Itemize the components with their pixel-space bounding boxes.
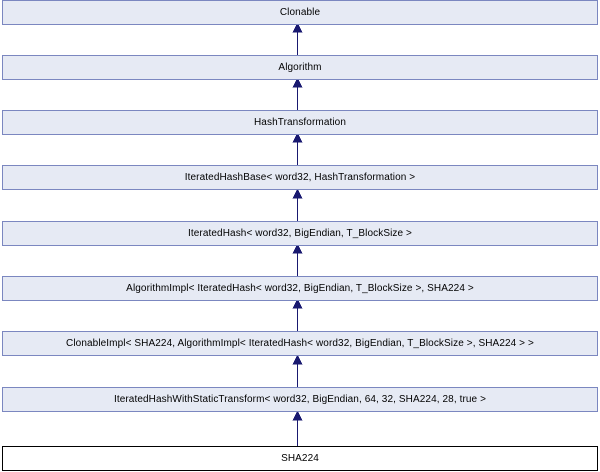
edge-arrowhead [292, 132, 303, 143]
class-node-label: IteratedHashWithStaticTransform< word32,… [113, 394, 487, 405]
class-node-clonable[interactable]: Clonable [2, 0, 598, 25]
class-node-algorithm-impl[interactable]: AlgorithmImpl< IteratedHash< word32, Big… [2, 276, 598, 301]
class-node-hash-transformation[interactable]: HashTransformation [2, 110, 598, 135]
class-node-algorithm[interactable]: Algorithm [2, 55, 598, 80]
class-node-label: HashTransformation [253, 117, 347, 128]
class-node-clonable-impl[interactable]: ClonableImpl< SHA224, AlgorithmImpl< Ite… [2, 331, 598, 356]
class-node-label: Algorithm [278, 62, 322, 73]
class-node-label: AlgorithmImpl< IteratedHash< word32, Big… [126, 283, 474, 294]
edge-arrowhead [292, 243, 303, 254]
class-node-label: ClonableImpl< SHA224, AlgorithmImpl< Ite… [66, 338, 534, 349]
class-node-sha224[interactable]: SHA224 [2, 446, 598, 471]
class-node-iterated-hash-with-static-transform[interactable]: IteratedHashWithStaticTransform< word32,… [2, 387, 598, 412]
class-node-iterated-hash[interactable]: IteratedHash< word32, BigEndian, T_Block… [2, 221, 598, 246]
edge-arrowhead [292, 298, 303, 309]
class-node-label: Clonable [279, 7, 321, 18]
class-node-label: IteratedHash< word32, BigEndian, T_Block… [188, 228, 412, 239]
edge-arrowhead [292, 354, 303, 365]
edge-arrowhead [292, 77, 303, 88]
class-node-iterated-hash-base[interactable]: IteratedHashBase< word32, HashTransforma… [2, 165, 598, 190]
class-node-label: SHA224 [281, 453, 319, 464]
class-node-label: IteratedHashBase< word32, HashTransforma… [184, 172, 416, 183]
edge-arrowhead [292, 22, 303, 33]
edge-arrowhead [292, 188, 303, 199]
edge-arrowhead [292, 410, 303, 421]
